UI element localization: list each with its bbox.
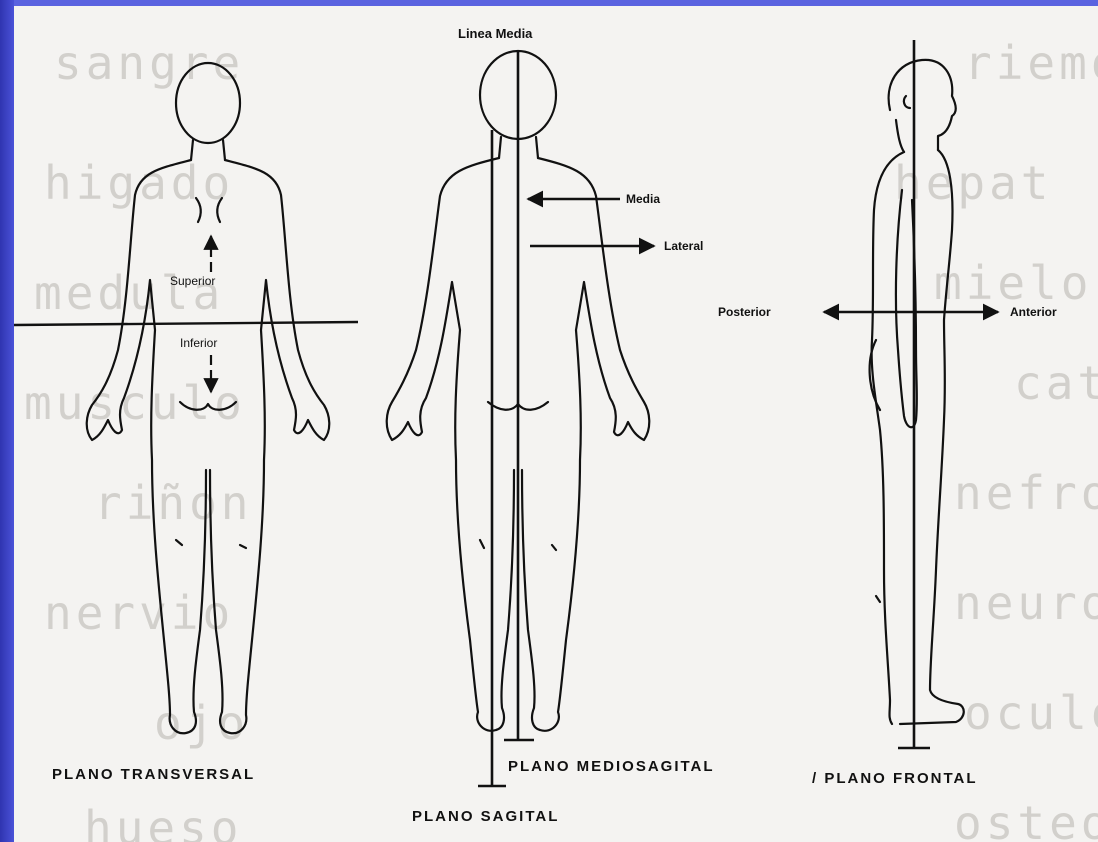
superior-label: Superior [170,274,215,288]
figure-frontal-body [870,60,964,724]
linea-media-label: Linea Media [458,26,532,41]
transverse-plane-line [14,322,358,325]
figure-transverse-body [87,63,330,733]
posterior-label: Posterior [718,305,771,319]
caption-plano-mediosagital: PLANO MEDIOSAGITAL [508,758,715,775]
media-label: Media [626,192,660,206]
anterior-label: Anterior [1010,305,1057,319]
anatomical-planes-figure [14,6,1098,842]
lateral-label: Lateral [664,239,703,253]
slide-frame-left [0,0,14,842]
caption-plano-transversal: PLANO TRANSVERSAL [52,766,255,783]
diagram-paper: sangre higado medula musculo riñon nervi… [14,6,1098,842]
caption-plano-sagital: PLANO SAGITAL [412,808,559,825]
caption-plano-frontal: / PLANO FRONTAL [812,770,978,787]
inferior-label: Inferior [180,336,217,350]
